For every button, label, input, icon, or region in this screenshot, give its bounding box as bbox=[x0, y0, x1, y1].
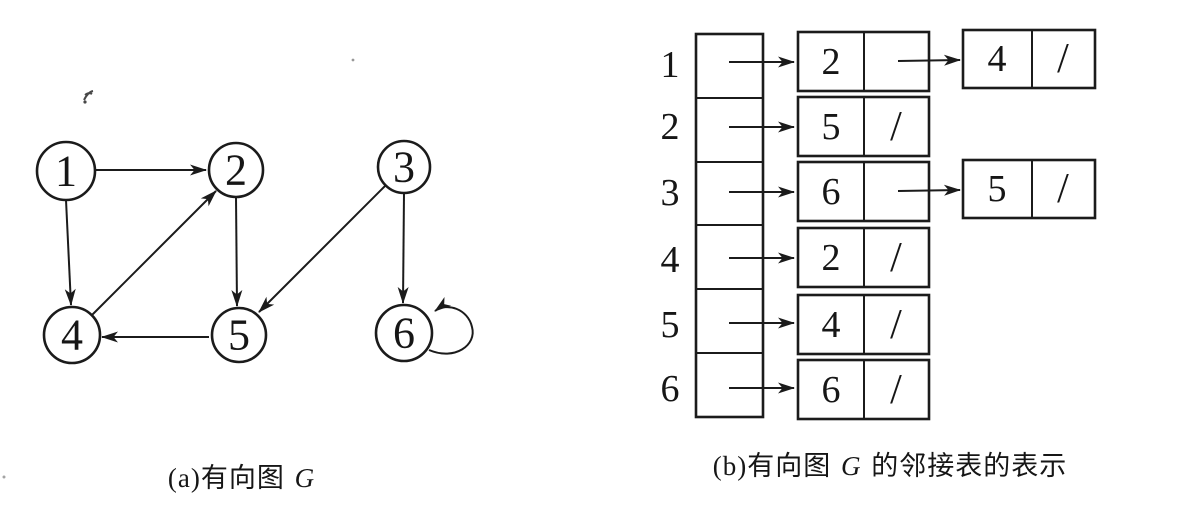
graph-node-5-label: 5 bbox=[228, 311, 250, 360]
graph-node-6-label: 6 bbox=[393, 309, 415, 358]
adj-row-6-node-1: 6 / bbox=[796, 358, 931, 421]
graph-node-2-circle bbox=[207, 141, 265, 199]
graph-node-5-circle bbox=[210, 306, 268, 364]
graph-node-4-circle bbox=[42, 305, 102, 365]
adj-null-slash: / bbox=[890, 302, 902, 348]
graph-node-2-label: 2 bbox=[225, 146, 247, 195]
adj-next-pointer-arrow bbox=[897, 54, 961, 66]
adj-cell-data: 6 bbox=[822, 369, 841, 411]
edge-4-to-2 bbox=[91, 190, 217, 316]
edge-3-to-5 bbox=[258, 184, 387, 313]
edge-1-to-4 bbox=[64, 199, 76, 306]
adj-cell-data: 5 bbox=[822, 106, 841, 148]
adj-null-slash: / bbox=[890, 235, 902, 281]
adj-cell-data: 5 bbox=[988, 168, 1007, 210]
panel-a-caption-math-g: G bbox=[294, 463, 316, 493]
adj-row-3-node-2: 5 / bbox=[961, 158, 1097, 220]
adj-row-3-label: 3 bbox=[661, 172, 680, 214]
adj-row-2-label: 2 bbox=[661, 106, 680, 148]
adj-null-slash: / bbox=[1057, 36, 1069, 82]
adj-cell-data: 4 bbox=[988, 38, 1007, 80]
adj-next-pointer-arrow bbox=[897, 184, 961, 196]
graph-node-6-circle bbox=[374, 303, 434, 363]
adj-row-1-label: 1 bbox=[661, 44, 680, 86]
edge-2-to-5 bbox=[231, 196, 243, 307]
adj-cell-data: 2 bbox=[822, 237, 841, 279]
edge-6-self-loop bbox=[428, 297, 474, 355]
panel-a-caption: (a)有向图 G bbox=[120, 456, 365, 495]
graph-node-1-circle bbox=[35, 140, 97, 202]
panel-b-caption-text: (b)有向图 bbox=[712, 451, 839, 481]
graph-node-3-circle bbox=[376, 139, 432, 195]
adj-cell-data: 4 bbox=[822, 304, 841, 346]
graph-node-4-label: 4 bbox=[61, 311, 83, 360]
adj-row-2-node-1: 5 / bbox=[796, 95, 931, 158]
graph-node-3-label: 3 bbox=[393, 143, 415, 192]
adjacency-list-panel: 1 2 3 4 5 6 2 5 / bbox=[661, 28, 1097, 421]
panel-b-caption-math-g: G bbox=[840, 451, 862, 481]
adj-cell-data: 6 bbox=[822, 171, 841, 213]
adj-row-4-node-1: 2 / bbox=[796, 226, 931, 289]
adj-row-1-node-1: 2 bbox=[796, 30, 961, 93]
edge-3-to-6 bbox=[397, 192, 409, 304]
adj-row-5-node-1: 4 / bbox=[796, 293, 931, 356]
adj-cell-data: 2 bbox=[822, 41, 841, 83]
adj-row-6-label: 6 bbox=[661, 368, 680, 410]
adj-null-slash: / bbox=[890, 367, 902, 413]
adj-row-4-label: 4 bbox=[661, 239, 680, 281]
panel-b-caption-suffix: 的邻接表的表示 bbox=[863, 451, 1068, 481]
directed-graph-panel: 1 2 3 4 5 6 bbox=[2, 58, 474, 479]
panel-a-caption-text: (a)有向图 bbox=[167, 463, 293, 493]
graph-node-1-label: 1 bbox=[55, 147, 77, 196]
adj-row-3-node-1: 6 bbox=[796, 160, 961, 223]
adj-null-slash: / bbox=[890, 104, 902, 150]
panel-b-caption: (b)有向图 G 的邻接表的表示 bbox=[690, 444, 1090, 483]
scan-speck bbox=[2, 475, 6, 479]
adj-null-slash: / bbox=[1057, 166, 1069, 212]
adj-row-1-node-2: 4 / bbox=[961, 28, 1097, 90]
scan-speck bbox=[351, 58, 355, 62]
adj-row-5-label: 5 bbox=[661, 304, 680, 346]
ink-smudge bbox=[83, 90, 94, 104]
